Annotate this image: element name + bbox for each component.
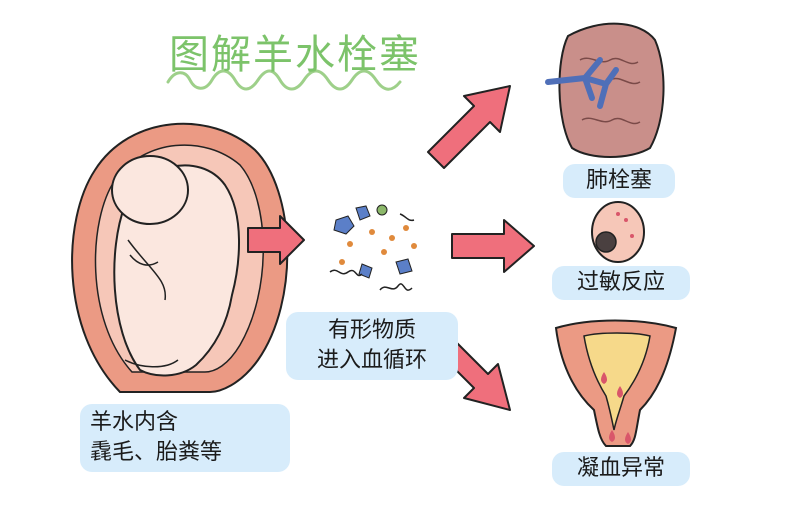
arrow-to-allergic-reaction xyxy=(452,220,534,272)
arrow-to-pulmonary-embolism xyxy=(428,86,510,168)
amniotic-label-line2: 毳毛、胎粪等 xyxy=(90,438,280,468)
cell-illustration xyxy=(592,202,644,262)
pulmonary-embolism-label: 肺栓塞 xyxy=(563,164,675,198)
particulate-matter-label: 有形物质 进入血循环 xyxy=(286,312,458,380)
material-label-line2: 进入血循环 xyxy=(296,346,448,376)
allergic-reaction-label: 过敏反应 xyxy=(552,266,690,300)
lung-illustration xyxy=(548,24,664,157)
amniotic-label-line1: 羊水内含 xyxy=(90,408,280,438)
uterus-bleeding-illustration xyxy=(556,321,676,447)
material-label-line1: 有形物质 xyxy=(296,316,448,346)
diagram-title: 图解羊水栓塞 xyxy=(150,22,440,80)
uterus-with-fetus-illustration xyxy=(72,124,287,392)
particles-cluster-illustration xyxy=(330,205,417,290)
coagulation-abnormal-label: 凝血异常 xyxy=(552,452,690,486)
amniotic-fluid-label: 羊水内含 毳毛、胎粪等 xyxy=(80,404,290,472)
